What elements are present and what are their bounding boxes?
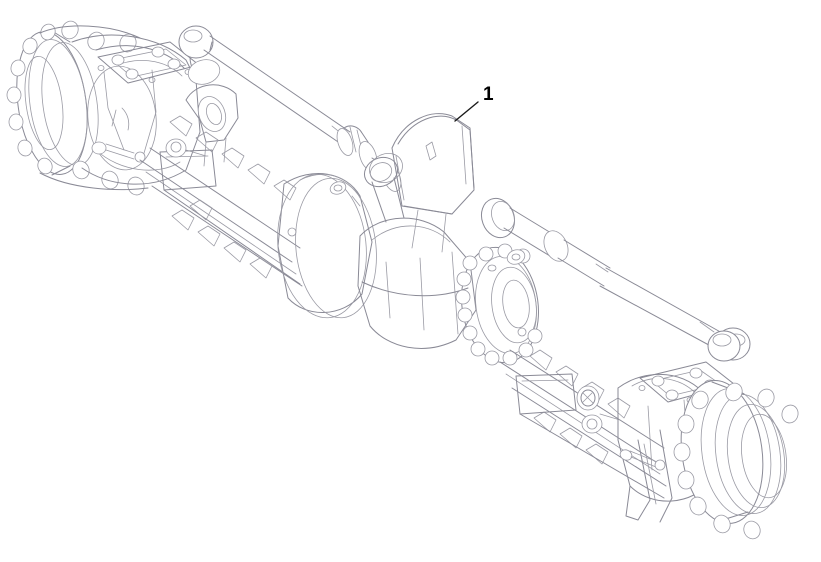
axle-beam-ribs-left-lower — [171, 209, 273, 279]
brake-line-fitting — [619, 449, 666, 471]
axle-beam-right — [499, 349, 667, 499]
left-wheel-hub-flange — [6, 20, 149, 196]
trunnion-bracket — [391, 113, 475, 253]
knuckle-support-leg — [625, 429, 673, 523]
callout-1-number: 1 — [483, 84, 494, 105]
callout-1-leader — [454, 101, 479, 122]
right-upper-boss — [707, 330, 741, 362]
left-steering-knuckle — [71, 34, 201, 185]
right-hub-studs — [673, 382, 799, 540]
bearing-cap-neck — [363, 153, 405, 223]
axle-beam-left — [139, 115, 303, 287]
left-cover-plate — [97, 41, 200, 84]
brake-housing-left — [277, 173, 377, 319]
axle-beam-ribs-right — [529, 349, 631, 419]
right-wheel-hub-flange — [673, 379, 799, 540]
bolt-ring-flange — [455, 243, 543, 366]
axle-beam-ribs-left — [169, 115, 297, 201]
input-shaft — [480, 197, 611, 287]
differential-carrier — [357, 217, 543, 366]
